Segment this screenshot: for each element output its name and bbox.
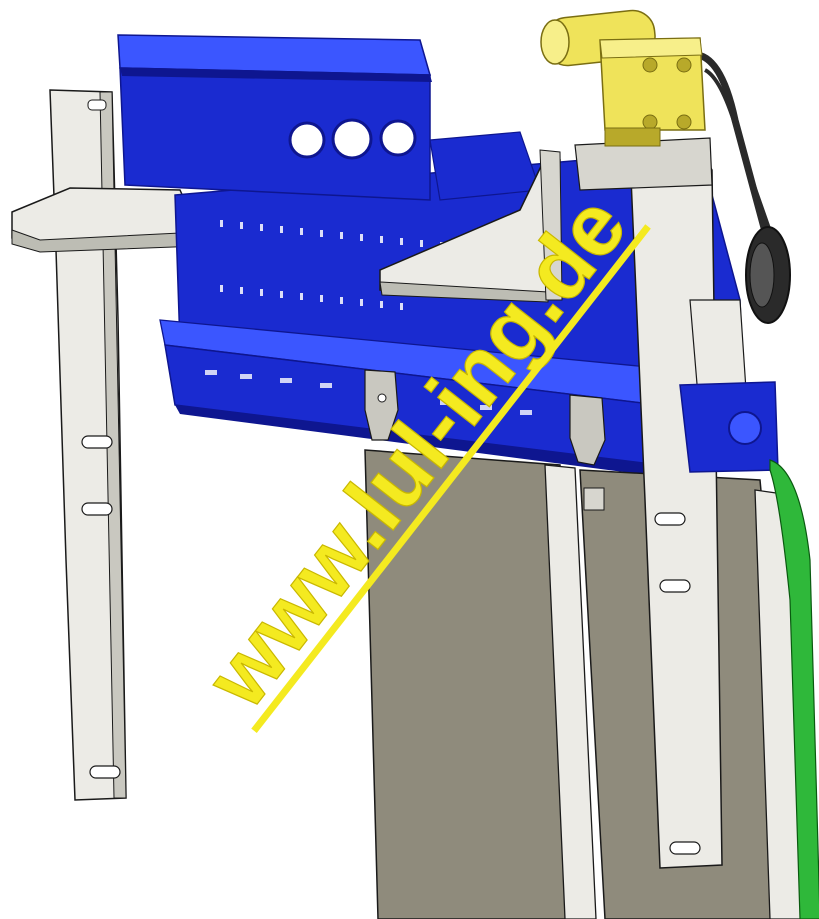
- green-side-guard: [769, 459, 819, 919]
- blue-channel-beam: [159, 319, 712, 482]
- right-vertical-bracket: [574, 137, 749, 869]
- left-vertical-bracket: [11, 89, 202, 801]
- watermark-underline: [251, 224, 651, 733]
- middle-support-arm: [379, 149, 563, 303]
- clip-bracket-left: [364, 369, 399, 441]
- drive-pulley: [745, 226, 791, 324]
- blue-bearing-block: [679, 381, 779, 473]
- yellow-gear-motor: [540, 9, 706, 147]
- blue-junction-box: [117, 34, 432, 201]
- clip-bracket-middle: [569, 394, 606, 511]
- gray-panel-left: [364, 449, 597, 919]
